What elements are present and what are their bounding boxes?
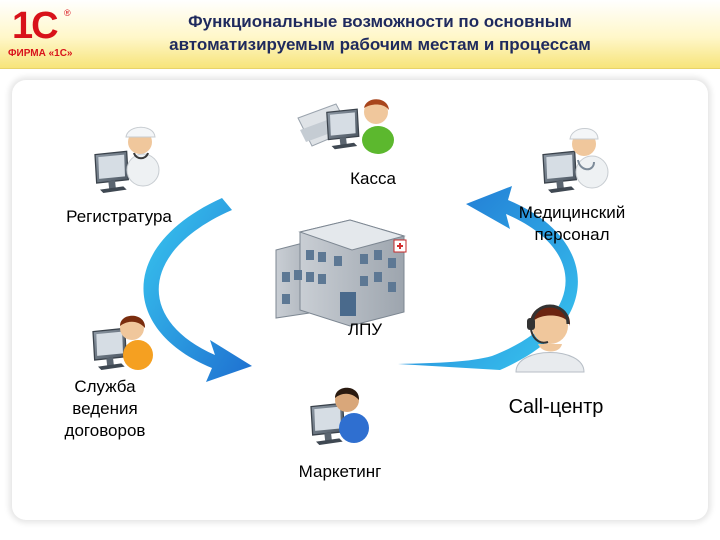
- contracts-workstation-icon: [92, 315, 153, 371]
- contracts-label: Служба ведения договоров: [64, 377, 146, 440]
- title-line-1: Функциональные возможности по основным: [188, 12, 572, 31]
- header: 1С ® ФИРМА «1С» Функциональные возможнос…: [0, 0, 720, 69]
- kassa-label: Касса: [350, 169, 396, 188]
- hospital-building-icon: [275, 219, 407, 327]
- registratura-workstation-icon: [94, 126, 160, 194]
- callcenter-label: Call-центр: [508, 396, 604, 418]
- title-line-2: автоматизируемым рабочим местам и процес…: [169, 35, 591, 54]
- headset-operator-icon: [515, 304, 585, 373]
- lpu-label: ЛПУ: [347, 320, 383, 339]
- kassa-workstation-icon: [297, 99, 394, 154]
- logo: 1С ® ФИРМА «1С»: [8, 5, 73, 59]
- medical-staff-label: Медицинский персонал: [518, 203, 626, 244]
- medical-staff-workstation-icon: [542, 128, 609, 194]
- marketing-workstation-icon: [310, 387, 369, 446]
- cycle-arrow-left: [143, 198, 252, 382]
- registratura-label: Регистратура: [66, 207, 172, 226]
- marketing-label: Маркетинг: [298, 462, 382, 481]
- logo-text: ФИРМА «1С»: [8, 48, 73, 59]
- page-title: Функциональные возможности по основным а…: [100, 10, 660, 56]
